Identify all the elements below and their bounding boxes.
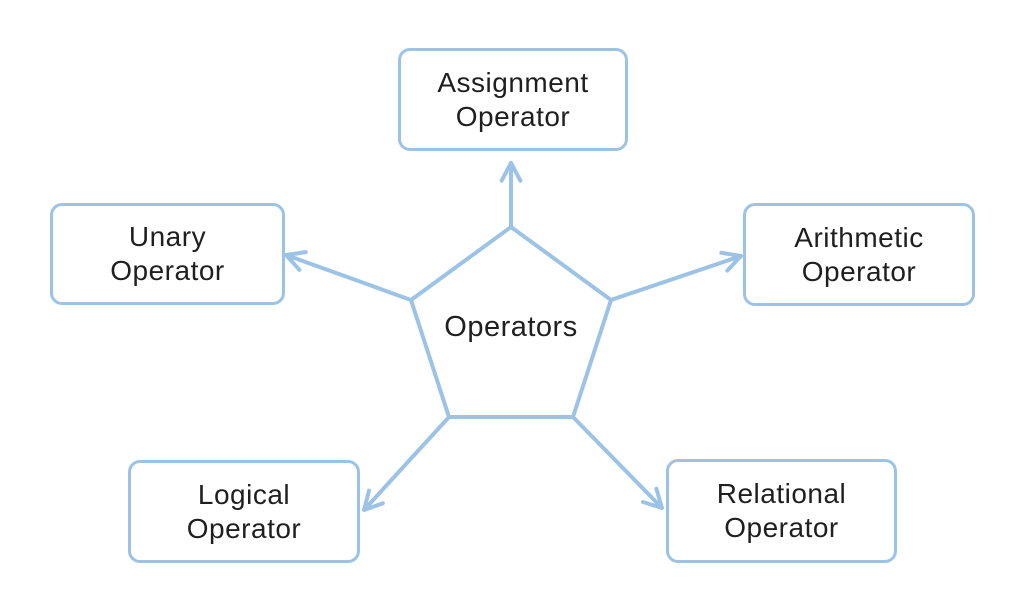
node-label-line: Unary	[128, 221, 207, 252]
node-label-line: Operator	[801, 255, 917, 287]
node-relational-operator: Relational Operator	[666, 459, 897, 563]
arrow-to-relational-icon	[571, 415, 664, 510]
arrow-to-assignment-icon	[499, 161, 523, 229]
node-label-line: Relational	[716, 478, 847, 509]
node-label-line: Operator	[110, 255, 225, 286]
center-label: Operators	[444, 311, 578, 343]
node-label-line: Assignment	[437, 66, 589, 98]
node-arithmetic-operator: Arithmetic Operator	[743, 203, 975, 306]
node-unary-operator: Unary Operator	[50, 203, 285, 305]
node-label-line: Operator	[724, 512, 839, 543]
arrow-to-unary-icon	[284, 250, 413, 302]
node-label-line: Operator	[455, 100, 571, 132]
node-assignment-operator: Assignment Operator	[398, 48, 628, 151]
arrow-to-logical-icon	[362, 415, 451, 512]
node-label-line: Operator	[186, 512, 302, 544]
node-logical-operator: Logical Operator	[128, 460, 360, 563]
node-label-line: Arithmetic	[794, 221, 924, 253]
arrow-to-arithmetic-icon	[609, 250, 743, 302]
node-label-line: Logical	[197, 478, 291, 510]
pentagon-shape	[409, 225, 613, 419]
